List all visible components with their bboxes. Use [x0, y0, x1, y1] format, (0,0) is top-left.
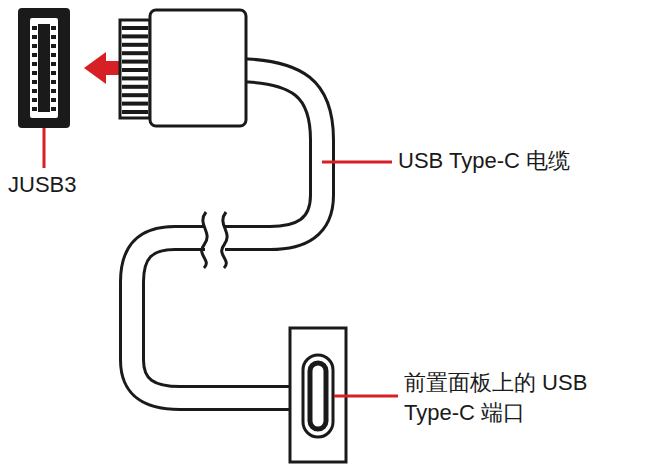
part-label: 前置面板上的 USB Type-C 端口: [404, 368, 636, 427]
header-pin: [32, 35, 37, 39]
usb-c-port: [303, 355, 333, 437]
header-pin: [51, 26, 56, 30]
plug-connector: [120, 20, 150, 118]
plug-rib: [122, 110, 148, 114]
leader-line: [334, 395, 398, 398]
header-pin: [51, 35, 56, 39]
insert-arrow-head: [84, 52, 106, 84]
header-pin: [32, 53, 37, 57]
part-label: USB Type-C 电缆: [398, 146, 570, 176]
header-pin: [51, 62, 56, 66]
header-pin: [51, 80, 56, 84]
break-mark: [222, 212, 227, 268]
header-pin: [51, 71, 56, 75]
plug-rib: [122, 85, 148, 89]
header-pin: [32, 26, 37, 30]
header-slot: [30, 18, 58, 118]
header-pin: [32, 44, 37, 48]
plug-rib: [122, 102, 148, 106]
leader-line: [43, 128, 46, 168]
header-body: [18, 8, 70, 128]
plug-rib: [122, 93, 148, 97]
plug-rib: [122, 43, 148, 47]
leader-line: [322, 161, 392, 164]
plug-rib: [122, 51, 148, 55]
header-pin: [51, 89, 56, 93]
header-pin: [32, 71, 37, 75]
plug-housing: [150, 10, 246, 126]
header-pins: [32, 26, 56, 111]
header-tongue: [38, 24, 50, 112]
header-pin: [32, 98, 37, 102]
plug-rib: [122, 60, 148, 64]
plug-rib: [122, 68, 148, 72]
break-mark: [202, 212, 207, 268]
header-pin: [51, 44, 56, 48]
header-pin: [32, 80, 37, 84]
header-pin: [51, 107, 56, 111]
header-pin: [32, 89, 37, 93]
header-pin: [51, 98, 56, 102]
header-pin: [51, 53, 56, 57]
plug-rib: [122, 26, 148, 30]
usb-c-port-inner: [310, 363, 326, 429]
header-pin: [32, 62, 37, 66]
plug-rib: [122, 34, 148, 38]
plug-rib: [122, 76, 148, 80]
header-pin: [32, 107, 37, 111]
plug-ribs: [122, 26, 148, 114]
part-label: JUSB3: [8, 170, 76, 200]
